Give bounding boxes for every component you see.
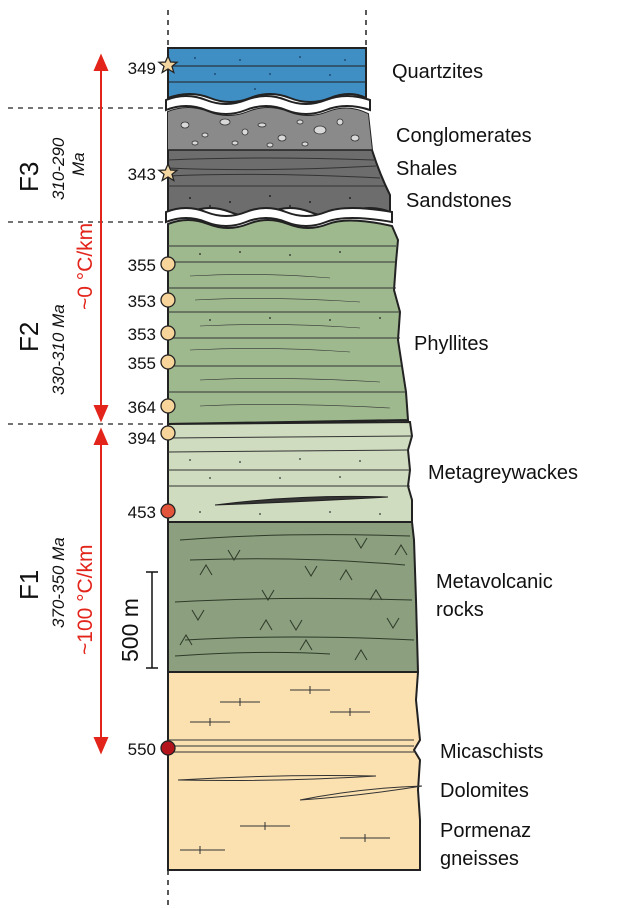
age-label: 343 (128, 165, 156, 184)
age-label: 394 (128, 429, 156, 448)
phase-range-f2: 330-310 Ma (49, 304, 68, 395)
circle-marker-355a (161, 257, 175, 271)
unit-label-sandstones: Sandstones (406, 190, 512, 212)
age-label: 355 (128, 354, 156, 373)
circle-marker-355b (161, 355, 175, 369)
phase-range-f3-unit: Ma (69, 152, 88, 176)
layer-pormenaz-gneisses (168, 672, 422, 870)
circle-marker-353a (161, 293, 175, 307)
unit-label-micaschists: Micaschists (440, 741, 543, 763)
scale-bar-label: 500 m (117, 598, 143, 662)
layer-f3-sediments (168, 108, 390, 216)
age-label: 353 (128, 292, 156, 311)
circle-marker-394 (161, 426, 175, 440)
layer-phyllites (168, 220, 408, 424)
layer-metavolcanic (168, 522, 418, 672)
unit-label-conglomerates: Conglomerates (396, 125, 532, 147)
layer-metagreywackes (168, 422, 412, 522)
unit-labels: Quartzites Conglomerates Shales Sandston… (392, 61, 578, 870)
circle-marker-364 (161, 399, 175, 413)
circle-marker-453 (161, 504, 175, 518)
age-label: 353 (128, 325, 156, 344)
unit-label-metagreywackes: Metagreywackes (428, 462, 578, 484)
unit-label-metavolcanic: Metavolcanic (436, 571, 553, 593)
phase-label-f1: F1 (14, 570, 44, 600)
unit-label-metavolcanic-rocks: rocks (436, 599, 484, 621)
phase-range-f3: 310-290 (49, 137, 68, 200)
circle-marker-353b (161, 326, 175, 340)
unit-label-quartzites: Quartzites (392, 61, 483, 83)
unit-label-shales: Shales (396, 158, 457, 180)
age-label: 364 (128, 398, 156, 417)
phase-label-f2: F2 (14, 322, 44, 352)
layer-quartzites (168, 48, 366, 102)
phase-label-f3: F3 (14, 162, 44, 192)
phase-range-f1: 370-350 Ma (49, 537, 68, 628)
gradient-label-lower: ~100 °C/km (74, 544, 97, 655)
scale-bar (146, 572, 158, 668)
unit-label-gneisses: gneisses (440, 848, 519, 870)
age-label: 355 (128, 256, 156, 275)
unit-label-phyllites: Phyllites (414, 333, 488, 355)
age-label: 550 (128, 740, 156, 759)
unit-label-dolomites: Dolomites (440, 780, 529, 802)
age-label: 349 (128, 59, 156, 78)
unit-label-pormenaz: Pormenaz (440, 820, 531, 842)
circle-marker-550 (161, 741, 175, 755)
age-label: 453 (128, 503, 156, 522)
gradient-label-upper: ~0 °C/km (74, 223, 97, 310)
